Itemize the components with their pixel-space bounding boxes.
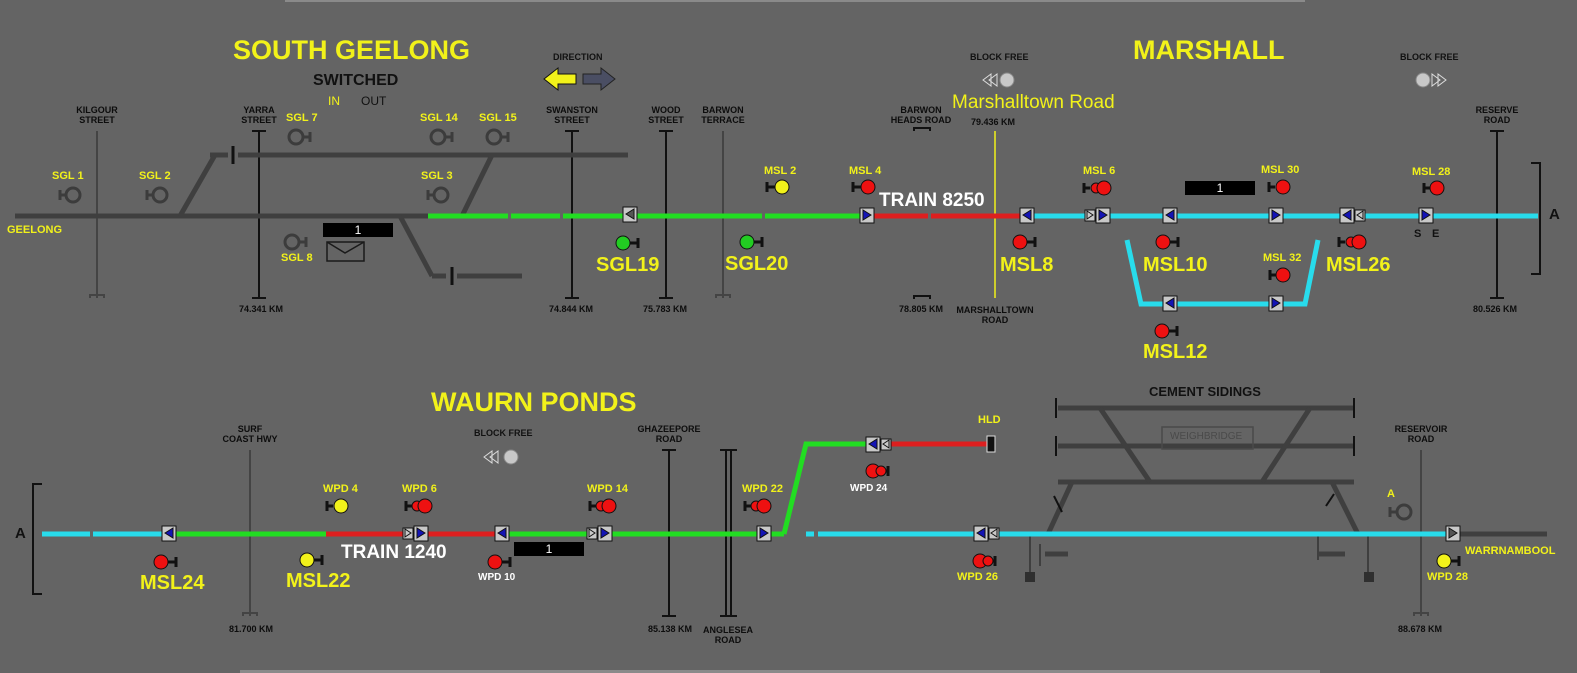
signal-sgl8[interactable]: SGL 8 [281, 252, 313, 264]
road-anglesea: ANGLESEA ROAD [702, 625, 753, 645]
signal-msl4[interactable]: MSL 4 [849, 165, 882, 177]
signal-sgl2[interactable]: SGL 2 [139, 170, 171, 182]
signal-sgl19[interactable]: SGL19 [596, 254, 660, 276]
train-8250[interactable]: TRAIN 8250 [879, 190, 985, 211]
road-swanston: SWANSTON STREET [546, 105, 598, 125]
signal-wpd10[interactable]: WPD 10 [478, 572, 516, 583]
signal-wpd24[interactable]: WPD 24 [850, 483, 888, 494]
signal-wpd26[interactable]: WPD 26 [957, 571, 998, 583]
road-marshalltown: MARSHALLTOWN ROAD [956, 305, 1034, 325]
block-free-waurn: BLOCK FREE [474, 428, 533, 438]
signal-sgl14[interactable]: SGL 14 [420, 112, 458, 124]
signal-msl6[interactable]: MSL 6 [1083, 165, 1116, 177]
km-74341: 74.341 KM [239, 304, 284, 314]
weighbridge-label: WEIGHBRIDGE [1170, 431, 1243, 442]
area-waurn-ponds: WAURN PONDS [431, 387, 637, 417]
signal-msl28[interactable]: MSL 28 [1412, 166, 1451, 178]
block-counter-marshall: 1 [1185, 181, 1255, 195]
road-yarra: YARRA STREET [241, 105, 277, 125]
signal-sgl7[interactable]: SGL 7 [286, 112, 318, 124]
road-wood: WOOD STREET [648, 105, 684, 125]
km-74844: 74.844 KM [549, 304, 594, 314]
signal-wpd14[interactable]: WPD 14 [587, 483, 628, 495]
km-81700: 81.700 KM [229, 624, 274, 634]
marshalltown-road-label: Marshalltown Road [952, 92, 1115, 113]
signal-wpd6[interactable]: WPD 6 [402, 483, 437, 495]
signal-wpd28[interactable]: WPD 28 [1427, 571, 1468, 583]
area-cement-sidings: CEMENT SIDINGS [1149, 384, 1261, 399]
train-1240[interactable]: TRAIN 1240 [341, 542, 447, 563]
block-free-marshall-left: BLOCK FREE [970, 52, 1029, 62]
switch-in-button[interactable]: IN [328, 94, 340, 108]
signal-wpd22[interactable]: WPD 22 [742, 483, 783, 495]
km-80526: 80.526 KM [1473, 304, 1518, 314]
a-signal-label: A [1387, 488, 1395, 500]
road-surf-coast: SURF COAST HWY [222, 424, 278, 444]
signal-sgl20[interactable]: SGL20 [725, 253, 789, 275]
signal-msl24[interactable]: MSL24 [140, 572, 205, 594]
signal-msl22[interactable]: MSL22 [286, 570, 351, 592]
signal-sgl1[interactable]: SGL 1 [52, 170, 84, 182]
road-reserve: RESERVE ROAD [1475, 105, 1519, 125]
signal-msl26[interactable]: MSL26 [1326, 254, 1391, 276]
signal-msl10[interactable]: MSL10 [1143, 254, 1208, 276]
signal-msl2[interactable]: MSL 2 [764, 165, 797, 177]
area-marshall: MARSHALL [1133, 35, 1285, 65]
a-marker-right: A [1549, 206, 1560, 223]
signal-sgl15[interactable]: SGL 15 [479, 112, 517, 124]
signal-msl32[interactable]: MSL 32 [1263, 252, 1302, 264]
warrnambool-label: WARRNAMBOOL [1465, 545, 1556, 557]
area-south-geelong: SOUTH GEELONG [233, 35, 471, 65]
switch-out-button[interactable]: OUT [361, 94, 387, 108]
signal-msl12[interactable]: MSL12 [1143, 341, 1208, 363]
s-label: S [1414, 228, 1422, 240]
block-counter-south-geelong: 1 [323, 223, 393, 237]
switched-label: SWITCHED [313, 72, 399, 89]
km-88678: 88.678 KM [1398, 624, 1443, 634]
km-85138: 85.138 KM [648, 624, 693, 634]
block-free-marshall-right: BLOCK FREE [1400, 52, 1459, 62]
road-barwon-terrace: BARWON TERRACE [701, 105, 745, 125]
geelong-label: GEELONG [7, 224, 63, 236]
km-75783: 75.783 KM [643, 304, 688, 314]
km-78805: 78.805 KM [899, 304, 944, 314]
road-kilgour: KILGOUR STREET [76, 105, 118, 125]
road-barwon-heads: BARWON HEADS ROAD [890, 105, 952, 125]
block-counter-waurn-ponds: 1 [514, 542, 584, 556]
signal-wpd4[interactable]: WPD 4 [323, 483, 358, 495]
signal-sgl3[interactable]: SGL 3 [421, 170, 453, 182]
signal-msl8[interactable]: MSL8 [1000, 254, 1054, 276]
direction-label: DIRECTION [553, 52, 603, 62]
road-ghazeepore: GHAZEEPORE ROAD [637, 424, 701, 444]
km-79436: 79.436 KM [971, 117, 1016, 127]
hld-label: HLD [978, 414, 1001, 426]
signal-msl30[interactable]: MSL 30 [1261, 164, 1300, 176]
a-marker-left: A [15, 525, 26, 542]
e-label: E [1432, 228, 1440, 240]
road-reservoir: RESERVOIR ROAD [1394, 424, 1448, 444]
